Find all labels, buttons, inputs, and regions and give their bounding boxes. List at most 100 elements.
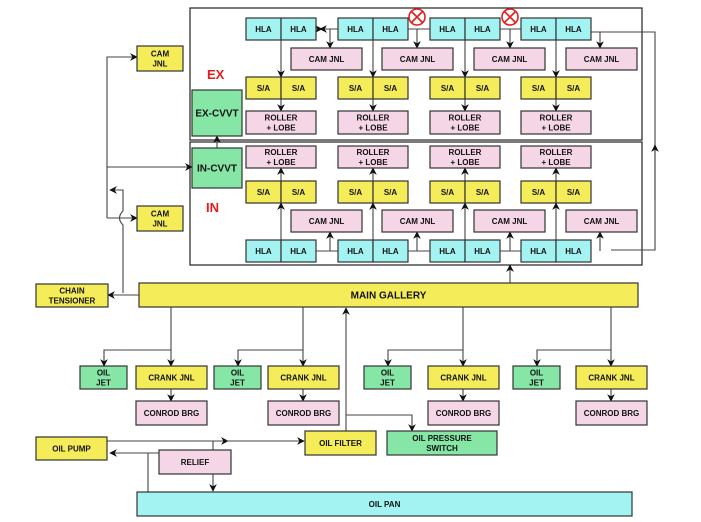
in-hla-pair-right: HLA bbox=[464, 239, 501, 263]
in-hla-pair-right-label: HLA bbox=[382, 247, 399, 256]
conrod-brg-label: CONROD BRG bbox=[276, 409, 332, 418]
oil-jet-label: OIL bbox=[530, 368, 543, 377]
chain-tensioner-label: CHAIN bbox=[59, 286, 85, 295]
circle-x-icon bbox=[408, 8, 426, 26]
ex-roller-lobe-label: + LOBE bbox=[541, 123, 571, 132]
in-roller-lobe-label: ROLLER bbox=[357, 148, 390, 157]
cam-jnl-feed bbox=[106, 53, 138, 218]
ex-hla-pair-right-box bbox=[372, 17, 409, 41]
oil-jet-box bbox=[213, 365, 262, 390]
crank-jnl-box bbox=[427, 365, 500, 390]
oil-jet-label: JET bbox=[96, 378, 111, 387]
in-roller-lobe-label: ROLLER bbox=[265, 148, 298, 157]
in-hla-pair-right-box bbox=[372, 239, 409, 263]
in-sa-pair-right: S/A bbox=[372, 180, 409, 204]
ex-cam-jnl-box bbox=[565, 47, 638, 71]
in-sa-pair-right: S/A bbox=[464, 180, 501, 204]
in-sa-pair-right: S/A bbox=[555, 180, 592, 204]
conrod-brg: CONROD BRG bbox=[135, 400, 208, 426]
chain-feed-up bbox=[109, 186, 124, 293]
ex-cam-jnl: CAM JNL bbox=[473, 47, 546, 71]
crank-jnl-box bbox=[267, 365, 340, 390]
in-roller-lobe: ROLLER+ LOBE bbox=[245, 145, 317, 169]
crank-jnl-label: CRANK JNL bbox=[440, 373, 486, 382]
crank-jnl: CRANK JNL bbox=[575, 365, 648, 390]
ex-roller-lobe-label: + LOBE bbox=[358, 123, 388, 132]
in-roller-lobe-box bbox=[520, 145, 592, 169]
in-hla-pair-left: HLA bbox=[429, 239, 466, 263]
main-gallery-label: MAIN GALLERY bbox=[351, 291, 427, 302]
oil-jet-label: OIL bbox=[381, 368, 394, 377]
in-sa-pair-right-label: S/A bbox=[476, 188, 490, 197]
circle-x-icon bbox=[501, 8, 519, 26]
in-roller-lobe-label: + LOBE bbox=[266, 158, 296, 167]
ex-hla-pair-left: HLA bbox=[429, 17, 466, 41]
ex-sa-pair-right-box bbox=[555, 76, 592, 100]
ex-cam-jnl-label: CAM JNL bbox=[584, 55, 620, 64]
ex-sa-pair-left-label: S/A bbox=[349, 84, 363, 93]
return-line bbox=[591, 31, 656, 251]
ex-hla-pair-right: HLA bbox=[464, 17, 501, 41]
in-sa-pair-right-label: S/A bbox=[292, 188, 306, 197]
oil-pressure-switch-label: SWITCH bbox=[426, 444, 458, 453]
conrod-brg-box bbox=[267, 400, 340, 426]
in-cam-jnl: CAM JNL bbox=[565, 209, 638, 233]
conrod-brg-box bbox=[135, 400, 208, 426]
oil-pump-label: OIL PUMP bbox=[52, 444, 91, 453]
ex-hla-pair-right: HLA bbox=[280, 17, 317, 41]
ex-roller-lobe-label: ROLLER bbox=[540, 113, 573, 122]
ex-cam-jnl-label: CAM JNL bbox=[492, 55, 528, 64]
in-cvvt: IN-CVVT bbox=[191, 147, 243, 189]
oil-jet-label: JET bbox=[380, 378, 395, 387]
ex-roller-lobe-label: ROLLER bbox=[449, 113, 482, 122]
ex-cam-jnl-box bbox=[290, 47, 363, 71]
conrod-brg-label: CONROD BRG bbox=[144, 409, 200, 418]
ex-cam-jnl-label: CAM JNL bbox=[400, 55, 436, 64]
in-cvvt-label: IN-CVVT bbox=[197, 164, 237, 175]
ex-sa-pair-left-label: S/A bbox=[257, 84, 271, 93]
in-hla-pair-left: HLA bbox=[520, 239, 557, 263]
in-label: IN bbox=[206, 200, 219, 215]
conrod-brg-box bbox=[427, 400, 500, 426]
oil-filter-label: OIL FILTER bbox=[319, 439, 362, 448]
oil-pan-label: OIL PAN bbox=[369, 500, 401, 509]
main-gallery: MAIN GALLERY bbox=[138, 282, 639, 308]
in-hla-pair-right-label: HLA bbox=[290, 247, 307, 256]
in-cam-jnl: CAM JNL bbox=[290, 209, 363, 233]
oil-jet-box bbox=[79, 365, 128, 390]
crank-jnl-label: CRANK JNL bbox=[588, 373, 634, 382]
oil-jet-label: OIL bbox=[97, 368, 110, 377]
in-sa-pair-right: S/A bbox=[280, 180, 317, 204]
ex-sa-pair-left: S/A bbox=[245, 76, 282, 100]
ex-roller-lobe-label: + LOBE bbox=[266, 123, 296, 132]
conrod-brg: CONROD BRG bbox=[267, 400, 340, 426]
ex-roller-lobe: ROLLER+ LOBE bbox=[520, 110, 592, 135]
in-cam-jnl-box bbox=[565, 209, 638, 233]
in-roller-lobe-label: ROLLER bbox=[449, 148, 482, 157]
in-hla-pair-left-label: HLA bbox=[255, 247, 272, 256]
relief-box bbox=[158, 449, 232, 475]
ex-hla-pair-right-box bbox=[280, 17, 317, 41]
in-sa-pair-right-label: S/A bbox=[384, 188, 398, 197]
in-sa-pair-left-label: S/A bbox=[257, 188, 271, 197]
ex-sa-pair-right-label: S/A bbox=[292, 84, 306, 93]
ex-roller-lobe: ROLLER+ LOBE bbox=[245, 110, 317, 135]
ex-hla-pair-right-box bbox=[464, 17, 501, 41]
in-sa-pair-right-box bbox=[280, 180, 317, 204]
in-roller-lobe-box bbox=[337, 145, 409, 169]
oil-jet-feed bbox=[234, 307, 304, 367]
cam-jnl-upper-label: CAM bbox=[151, 49, 170, 58]
oil-jet-feed bbox=[384, 307, 464, 367]
in-roller-lobe: ROLLER+ LOBE bbox=[337, 145, 409, 169]
ex-sa-pair-right-label: S/A bbox=[384, 84, 398, 93]
in-sa-pair-right-label: S/A bbox=[567, 188, 581, 197]
in-cam-jnl: CAM JNL bbox=[473, 209, 546, 233]
ex-cam-jnl: CAM JNL bbox=[565, 47, 638, 71]
in-cam-jnl: CAM JNL bbox=[381, 209, 454, 233]
in-cam-jnl-label: CAM JNL bbox=[400, 217, 436, 226]
